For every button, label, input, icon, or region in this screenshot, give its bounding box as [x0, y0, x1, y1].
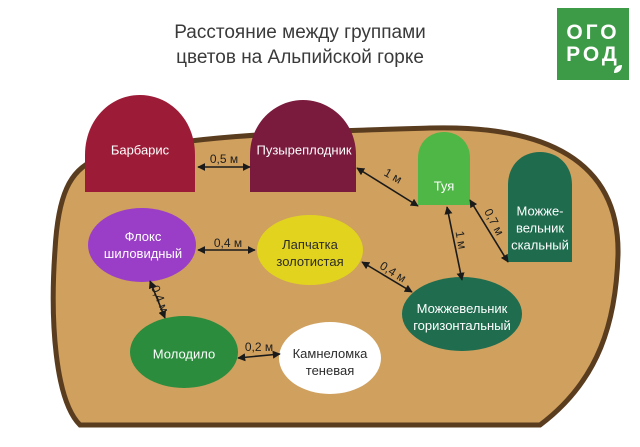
shape-molodilo [130, 316, 238, 388]
label-line: Камнеломка [292, 346, 368, 361]
arrow-lapchatka-mozhzhevelnik-gor [361, 261, 413, 293]
shape-puzyreplodnik [250, 100, 356, 192]
label-floks: Флокс шиловидный [104, 228, 182, 262]
shape-tuya [418, 132, 470, 205]
page-title: Расстояние между группами цветов на Альп… [120, 20, 480, 70]
label-lapchatka: Лапчатка золотистая [276, 236, 343, 270]
shape-kamnelomka [279, 322, 381, 394]
label-line: Можже- [516, 203, 564, 219]
arrow-molodilo-kamnelomka [237, 350, 281, 362]
leaf-icon [614, 65, 622, 73]
shape-barbaris [85, 95, 195, 192]
label-line: горизонтальный [413, 318, 511, 333]
shape-mozhzhevelnik-skalny [508, 152, 572, 262]
label-line: Можжевельник [416, 301, 508, 316]
arrow-tuya-mozhzhevelnik-skalny [469, 199, 509, 263]
distance-molodilo-kamnelomka: 0,2 м [244, 340, 274, 354]
distance-floks-lapchatka: 0,4 м [213, 236, 243, 250]
logo-line-2: РОД [566, 43, 620, 66]
label-mozhzhevelnik-skalny: Можже- вельник скальный [511, 203, 569, 254]
label-mozhzhevelnik-gor: Можжевельник горизонтальный [413, 300, 511, 334]
label-barbaris: Барбарис [110, 142, 170, 158]
logo-line-1: ОГО [566, 21, 620, 44]
label-puzyreplodnik: Пузыреплодник [256, 142, 352, 158]
label-line: Флокс [124, 229, 162, 244]
label-kamnelomka: Камнеломка теневая [293, 345, 368, 379]
label-tuya: Туя [433, 178, 455, 194]
arrow-floks-molodilo [148, 280, 167, 319]
label-line: Лапчатка [282, 237, 338, 252]
title-line-1: Расстояние между группами [174, 22, 426, 43]
arrow-tuya-mozhzhevelnik-gor [444, 206, 465, 281]
shape-floks [88, 208, 196, 282]
label-line: скальный [511, 237, 569, 253]
logo: ОГО РОД [557, 8, 629, 80]
label-line: теневая [305, 363, 355, 378]
label-molodilo: Молодило [152, 346, 216, 362]
title-line-2: цветов на Альпийской горке [176, 47, 424, 68]
arrow-puzyreplodnik-tuya [356, 167, 419, 207]
label-line: шиловидный [103, 246, 183, 261]
shape-lapchatka [257, 215, 363, 285]
shape-mozhzhevelnik-gor [402, 277, 522, 351]
distance-barbaris-puzyreplodnik: 0,5 м [209, 152, 239, 166]
distance-tuya-mozhzhevelnik-gor: 1 м [452, 229, 470, 251]
label-line: золотистая [276, 254, 344, 269]
label-line: вельник [515, 220, 565, 236]
